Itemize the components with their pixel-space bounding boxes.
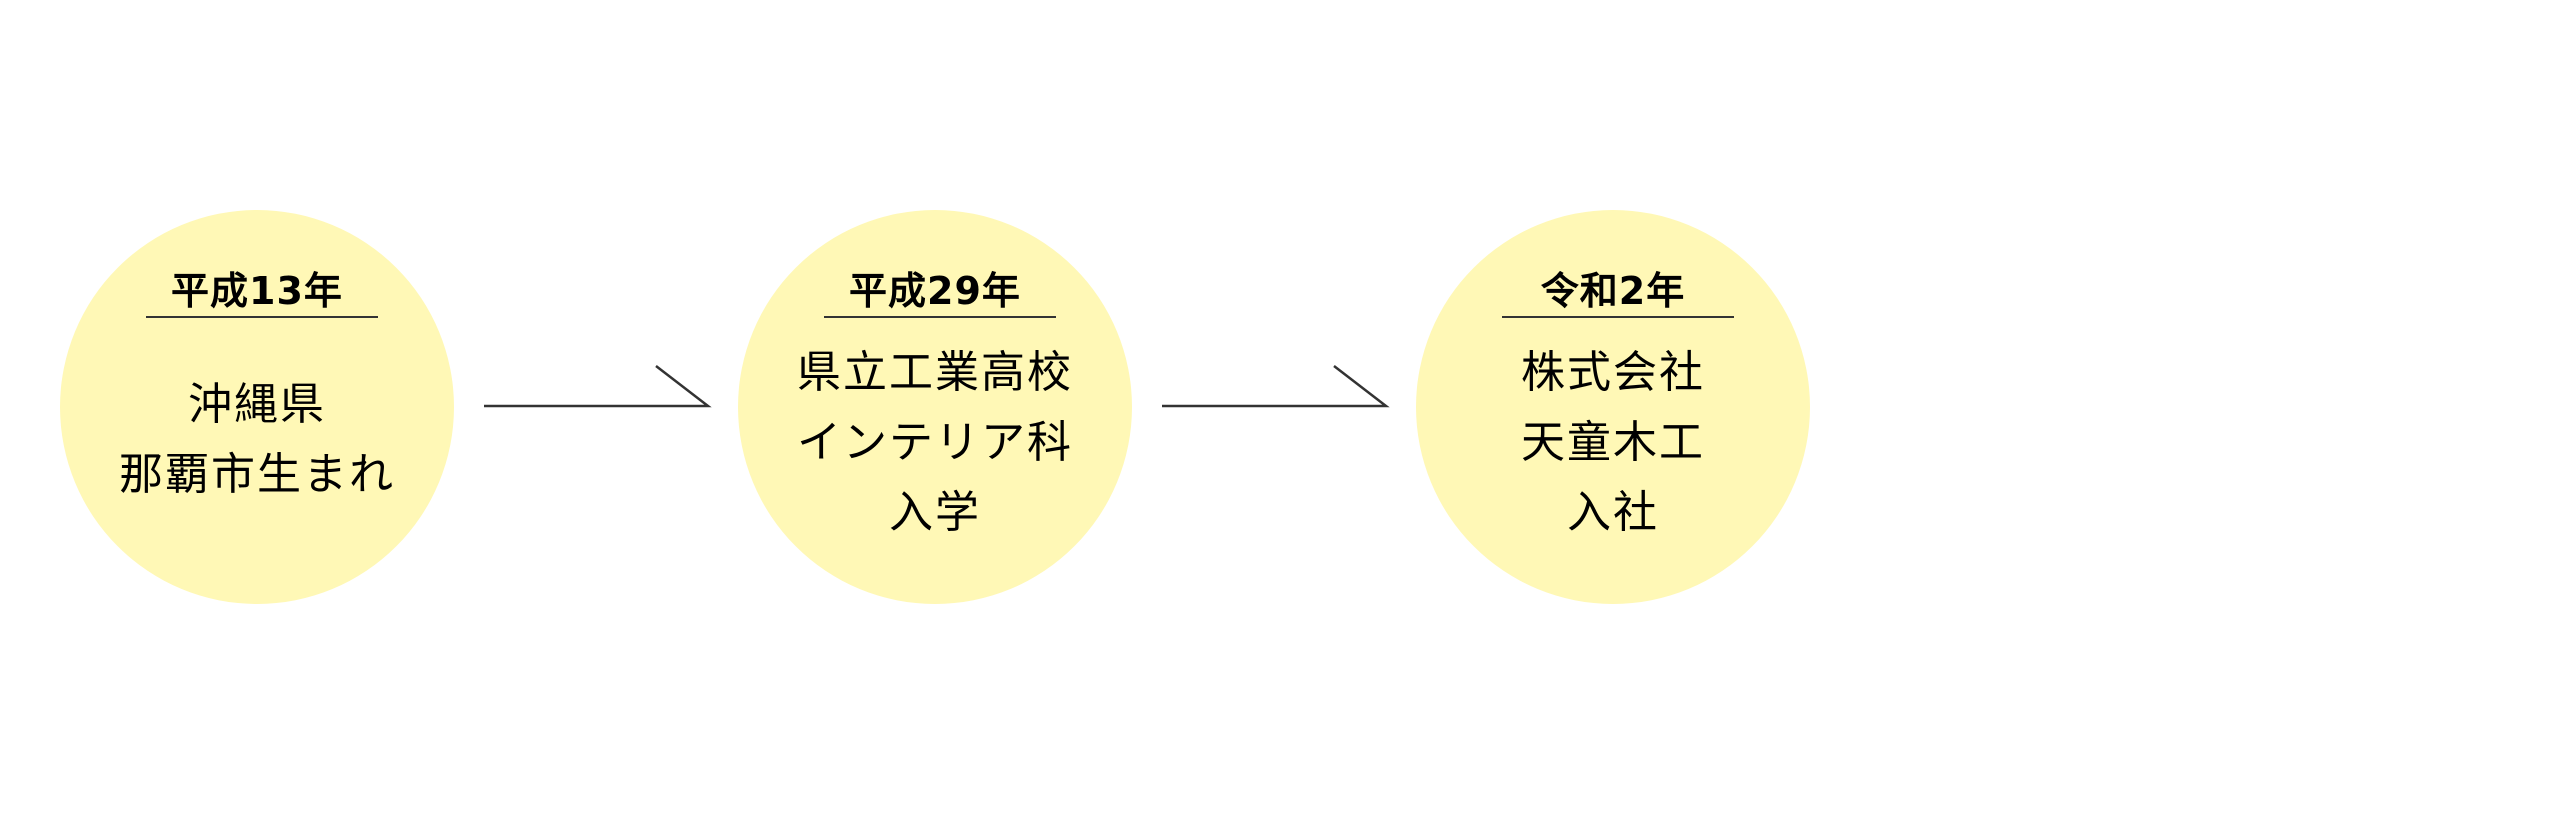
arrow-line (484, 365, 712, 408)
step-description: 県立工業高校 インテリア科 入学 (738, 338, 1132, 548)
step-description-line: 県立工業高校 (797, 347, 1073, 398)
step-divider (146, 316, 378, 318)
arrow-right-icon (1162, 365, 1390, 408)
step-description-line: 入学 (889, 487, 981, 538)
step-year: 平成29年 (849, 269, 1021, 313)
step-divider (824, 316, 1056, 318)
step-year: 令和2年 (1540, 269, 1686, 313)
arrow-right-icon (484, 365, 712, 408)
step-year: 平成13年 (171, 269, 343, 313)
step-description: 株式会社 天童木工 入社 (1416, 338, 1810, 548)
step-description-line: インテリア科 (797, 417, 1073, 468)
timeline-step-2: 平成29年 県立工業高校 インテリア科 入学 (738, 210, 1132, 604)
step-description-line: 沖縄県 (188, 379, 326, 430)
timeline-step-3: 令和2年 株式会社 天童木工 入社 (1416, 210, 1810, 604)
step-description-line: 入社 (1567, 487, 1659, 538)
step-description-line: 株式会社 (1521, 347, 1705, 398)
step-description-line: 天童木工 (1521, 417, 1705, 468)
step-divider (1502, 316, 1734, 318)
arrow-line (1162, 365, 1390, 408)
timeline-step-1: 平成13年 沖縄県 那覇市生まれ (60, 210, 454, 604)
step-description: 沖縄県 那覇市生まれ (60, 370, 454, 510)
step-description-line: 那覇市生まれ (119, 449, 395, 500)
